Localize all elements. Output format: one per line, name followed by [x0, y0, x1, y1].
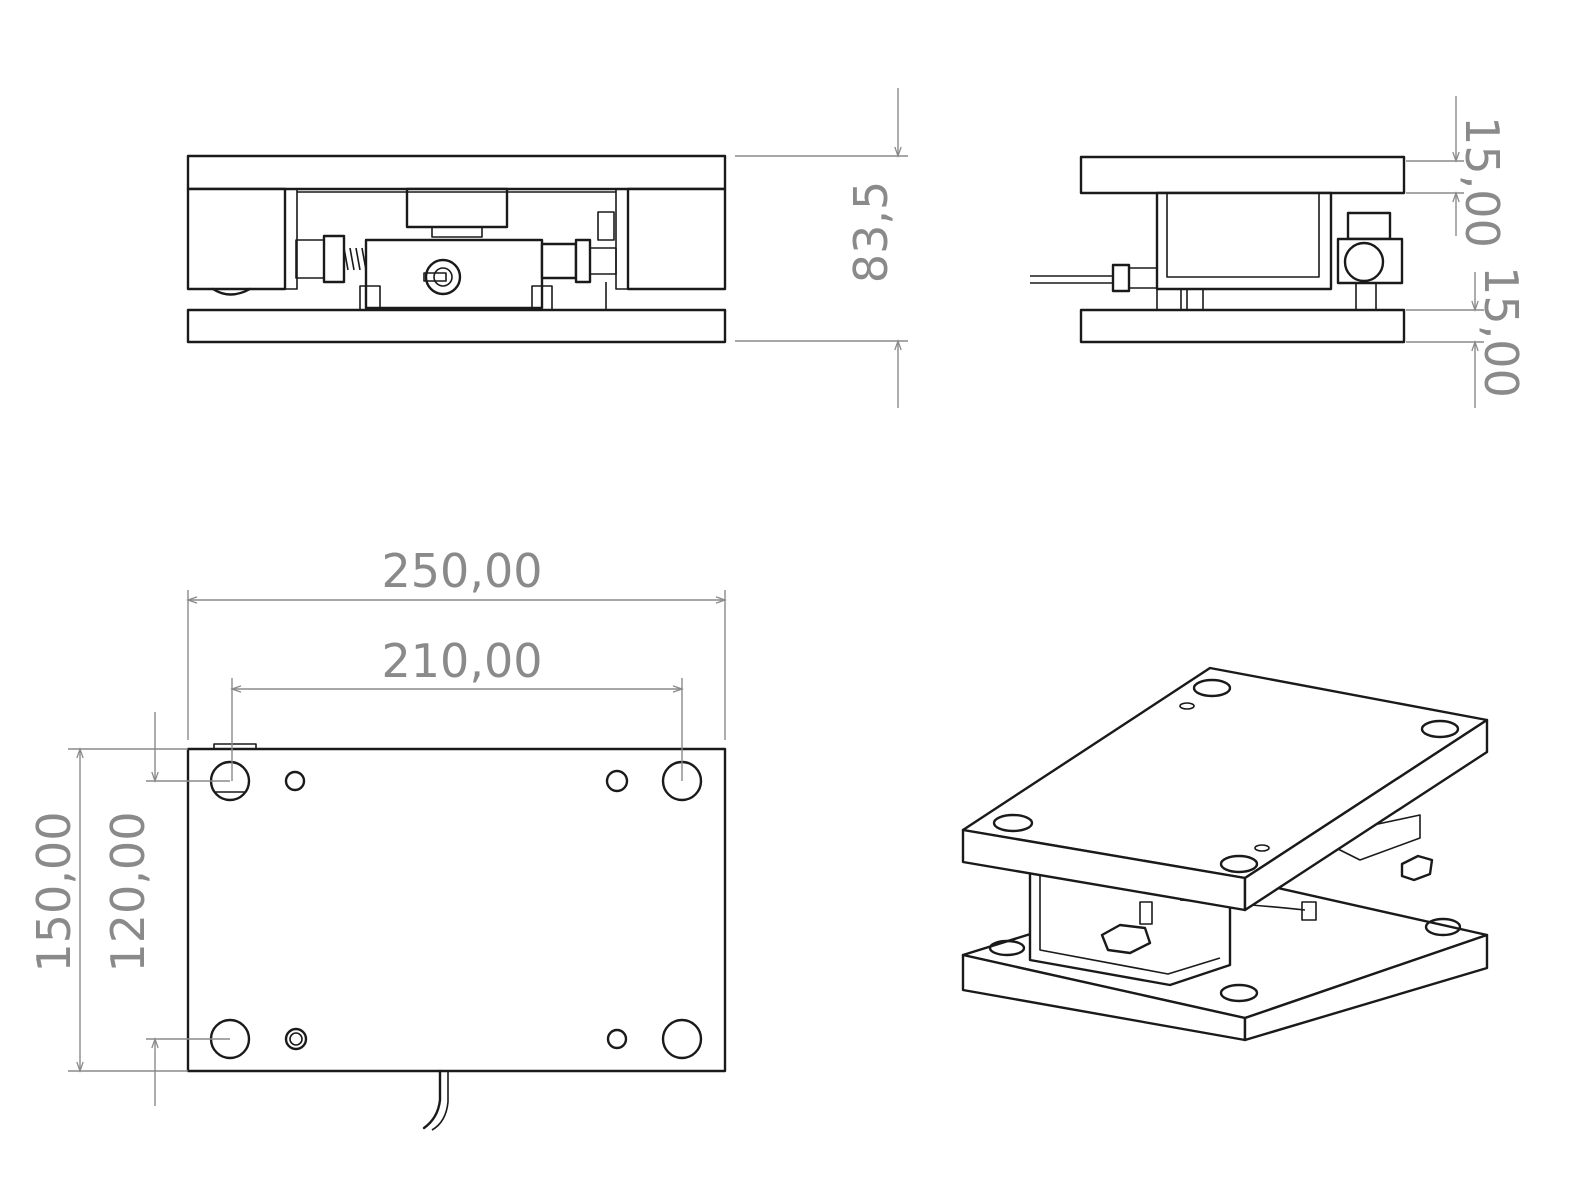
side-top-plate	[1079, 155, 1406, 195]
hole-spacing-y-label: 120,00	[101, 812, 155, 973]
front-top-plate	[186, 154, 727, 191]
top-plate-outline	[186, 747, 727, 1073]
front-right-block	[626, 187, 727, 291]
side-top-plate-label: 15,00	[1455, 116, 1509, 248]
side-bottom-plate-label: 15,00	[1474, 266, 1528, 398]
front-left-block	[186, 187, 287, 291]
front-view	[186, 154, 727, 344]
overall-width-label: 250,00	[382, 544, 543, 598]
side-bracket	[1155, 191, 1333, 291]
front-bottom-plate	[186, 308, 727, 344]
side-bottom-plate	[1079, 308, 1406, 344]
overall-depth-label: 150,00	[27, 812, 81, 973]
mount-hole-bottom-right	[661, 1018, 703, 1060]
side-view	[1030, 155, 1406, 344]
hole-spacing-x-label: 210,00	[382, 634, 543, 688]
front-height-dimension: 83,5	[735, 88, 908, 408]
top-view-dimensions: 250,00 210,00 150,00 120,00	[27, 544, 727, 1106]
top-view	[186, 743, 727, 1131]
side-dimensions: 15,00 15,00	[1406, 96, 1528, 408]
front-load-cell	[364, 238, 544, 310]
front-upper-mount	[405, 187, 509, 229]
isometric-view	[961, 666, 1489, 1042]
front-height-label: 83,5	[844, 181, 898, 283]
